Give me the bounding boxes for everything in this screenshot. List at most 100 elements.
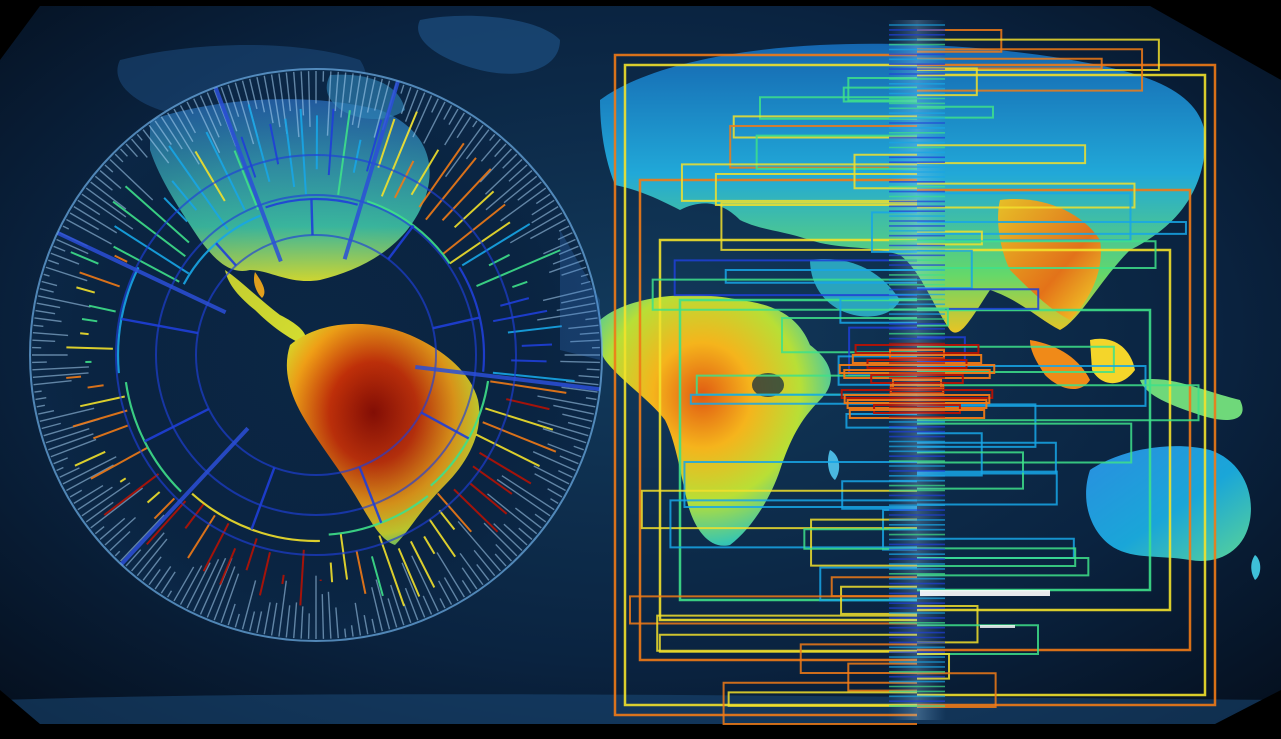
tree-bracket bbox=[640, 489, 917, 530]
hot-clade-branch bbox=[917, 394, 991, 404]
disc-branch bbox=[114, 225, 190, 275]
disc-spoke bbox=[415, 364, 601, 392]
disc-branch bbox=[521, 343, 553, 347]
disc-branch bbox=[397, 547, 421, 597]
disc-tip bbox=[573, 445, 584, 451]
disc-tip bbox=[160, 571, 176, 594]
disc-clade-arc bbox=[366, 200, 451, 265]
disc-tip bbox=[104, 516, 136, 546]
disc-branch bbox=[500, 297, 530, 307]
disc-tip bbox=[136, 538, 168, 577]
disc-tip bbox=[580, 273, 589, 278]
disc-tip bbox=[256, 611, 263, 633]
disc-stem bbox=[143, 407, 210, 443]
tree-bracket bbox=[673, 259, 917, 297]
disc-tip bbox=[533, 465, 570, 485]
disc-tip bbox=[439, 598, 446, 609]
disc-branch bbox=[205, 131, 246, 211]
disc-branch bbox=[453, 190, 495, 229]
disc-tip bbox=[444, 112, 465, 146]
disc-tip bbox=[270, 74, 281, 128]
disc-tip bbox=[227, 84, 240, 117]
disc-tip bbox=[62, 456, 117, 485]
disc-branch bbox=[377, 118, 396, 168]
disc-tip bbox=[456, 116, 472, 139]
disc-tip bbox=[45, 266, 88, 282]
disc-inner-ring bbox=[115, 154, 517, 556]
disc-tip bbox=[344, 628, 347, 638]
disc-branch bbox=[87, 384, 104, 389]
disc-branch bbox=[441, 168, 492, 222]
disc-tip bbox=[59, 467, 80, 478]
tree-bracket bbox=[658, 633, 917, 653]
tree-bracket bbox=[799, 643, 917, 674]
disc-branch bbox=[79, 271, 120, 288]
disc-tip bbox=[73, 484, 104, 504]
disc-tip bbox=[494, 553, 507, 567]
tree-bracket bbox=[759, 96, 917, 120]
disc-tip bbox=[285, 605, 291, 638]
disc-tip bbox=[307, 71, 311, 127]
disc-tip bbox=[334, 71, 339, 112]
disc-branch bbox=[66, 346, 113, 350]
tree-bracket bbox=[847, 77, 917, 102]
disc-tip bbox=[48, 259, 60, 265]
disc-tip bbox=[461, 567, 478, 590]
disc-branch bbox=[449, 221, 511, 265]
disc-tip bbox=[480, 138, 501, 162]
disc-branch bbox=[153, 497, 176, 520]
disc-tip bbox=[351, 74, 362, 126]
disc-stem bbox=[121, 317, 199, 335]
disc-branch bbox=[476, 249, 561, 287]
disc-tip bbox=[69, 489, 83, 498]
disc-branch bbox=[284, 118, 296, 188]
disc-tip bbox=[567, 421, 591, 430]
disc-tip bbox=[558, 225, 570, 232]
disc-tip bbox=[476, 564, 490, 581]
disc-branch bbox=[507, 325, 562, 334]
disc-branch bbox=[438, 509, 456, 531]
disc-tip bbox=[404, 587, 419, 621]
tree-bracket bbox=[917, 48, 1144, 92]
disc-tip bbox=[104, 164, 114, 173]
disc-tip bbox=[249, 611, 256, 632]
disc-tip bbox=[423, 101, 446, 144]
disc-tip bbox=[148, 569, 161, 586]
disc-branch bbox=[202, 522, 230, 572]
disc-branch bbox=[337, 110, 351, 196]
tree-bracket bbox=[917, 248, 1172, 612]
disc-branch bbox=[80, 395, 125, 408]
disc-branch bbox=[187, 514, 216, 559]
disc-tip bbox=[142, 129, 170, 164]
tree-bracket bbox=[720, 201, 917, 251]
disc-tip bbox=[570, 339, 600, 343]
tree-bracket bbox=[917, 182, 1136, 209]
disc-tip bbox=[234, 613, 240, 628]
disc-tip bbox=[179, 565, 203, 605]
disc-tip bbox=[227, 603, 236, 626]
disc-branch bbox=[490, 380, 567, 394]
disc-tip bbox=[530, 218, 566, 240]
hot-clade-branch bbox=[917, 369, 991, 379]
tree-bracket bbox=[810, 518, 917, 567]
tree-bracket bbox=[837, 355, 917, 386]
disc-branch bbox=[327, 108, 335, 176]
disc-tip bbox=[85, 501, 114, 523]
disc-tip bbox=[578, 374, 600, 378]
disc-tip bbox=[81, 193, 134, 230]
disc-tip bbox=[543, 238, 576, 255]
disc-tip bbox=[173, 108, 194, 143]
tree-bracket bbox=[917, 73, 1207, 697]
disc-tip bbox=[560, 360, 600, 364]
disc-tip bbox=[542, 428, 587, 444]
disc-inner-ring bbox=[195, 234, 437, 476]
disc-branch bbox=[329, 562, 334, 583]
disc-tip bbox=[404, 89, 419, 122]
disc-tip bbox=[186, 101, 194, 115]
disc-tip bbox=[119, 514, 165, 562]
disc-branch bbox=[219, 548, 237, 585]
disc-tip bbox=[66, 218, 112, 245]
disc-tip bbox=[94, 526, 105, 535]
disc-tip bbox=[249, 78, 258, 110]
hot-clade-branch bbox=[917, 364, 996, 374]
